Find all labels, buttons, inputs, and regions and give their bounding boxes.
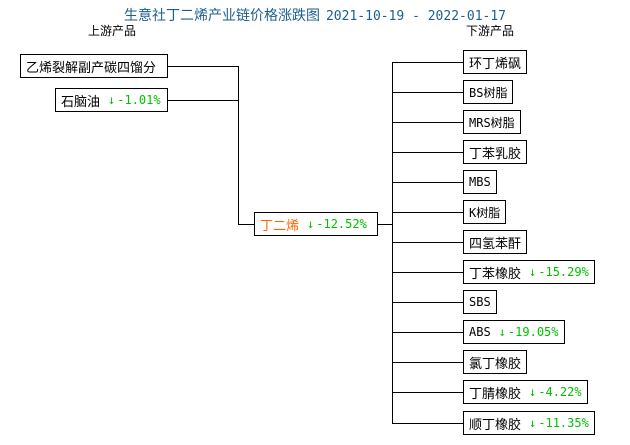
- connector-upstream-trunk: [238, 66, 239, 224]
- downstream-node-6[interactable]: 四氢苯酐: [463, 230, 528, 254]
- connector-downstream-12: [392, 423, 464, 424]
- node-label: MBS: [469, 175, 491, 189]
- node-label: 乙烯裂解副产碳四馏分: [26, 60, 157, 76]
- downstream-node-1[interactable]: BS树脂: [463, 80, 514, 104]
- node-change: ↓-12.52%: [307, 217, 367, 231]
- node-label: 丁二烯: [260, 218, 300, 234]
- connector-upstream-1: [168, 100, 239, 101]
- downstream-node-10[interactable]: 氯丁橡胶: [463, 350, 528, 374]
- connector-downstream-11: [392, 392, 464, 393]
- node-change: ↓-1.01%: [108, 93, 161, 107]
- node-label: 丁苯乳胶: [469, 146, 522, 162]
- connector-downstream-9: [392, 332, 464, 333]
- page-title: 生意社丁二烯产业链价格涨跌图 2021-10-19 - 2022-01-17: [0, 7, 630, 25]
- node-label: 石脑油: [61, 94, 101, 110]
- connector-downstream-8: [392, 302, 464, 303]
- downstream-node-12[interactable]: 顺丁橡胶 ↓-11.35%: [463, 411, 595, 435]
- connector-downstream-3: [392, 152, 464, 153]
- downstream-node-3[interactable]: 丁苯乳胶: [463, 140, 528, 164]
- downstream-node-11[interactable]: 丁腈橡胶 ↓-4.22%: [463, 380, 588, 404]
- connector-downstream-2: [392, 122, 464, 123]
- node-change: ↓-15.29%: [529, 265, 589, 279]
- connector-upstream-0: [168, 66, 239, 67]
- connector-downstream-5: [392, 212, 464, 213]
- connector-downstream-trunk: [392, 62, 393, 424]
- downstream-node-7[interactable]: 丁苯橡胶 ↓-15.29%: [463, 260, 595, 284]
- downstream-node-0[interactable]: 环丁烯砜: [463, 50, 528, 74]
- title-date-range: 2021-10-19 - 2022-01-17: [325, 9, 506, 24]
- node-label: 顺丁橡胶: [469, 417, 522, 433]
- connector-downstream-10: [392, 362, 464, 363]
- node-label: 四氢苯酐: [469, 236, 522, 252]
- down-arrow-icon: ↓: [529, 385, 537, 399]
- upstream-node-1[interactable]: 石脑油 ↓-1.01%: [55, 88, 168, 112]
- node-label: 丁腈橡胶: [469, 386, 522, 402]
- node-change: ↓-19.05%: [499, 325, 559, 339]
- upstream-node-0[interactable]: 乙烯裂解副产碳四馏分: [20, 54, 168, 78]
- connector-center-to-trunk: [377, 224, 393, 225]
- node-change-value: -11.35%: [538, 416, 589, 430]
- upstream-column-header: 上游产品: [88, 24, 137, 38]
- connector-downstream-0: [392, 62, 464, 63]
- node-label: K树脂: [469, 205, 501, 220]
- connector-trunk-to-center: [238, 224, 255, 225]
- node-change-value: -19.05%: [507, 325, 559, 339]
- downstream-node-5[interactable]: K树脂: [463, 200, 507, 224]
- node-change-value: -1.01%: [117, 93, 161, 107]
- down-arrow-icon: ↓: [498, 325, 506, 339]
- downstream-node-2[interactable]: MRS树脂: [463, 110, 521, 134]
- node-label: BS树脂: [469, 85, 508, 100]
- connector-downstream-1: [392, 92, 464, 93]
- node-change-value: -15.29%: [538, 265, 589, 279]
- node-label: MRS树脂: [469, 115, 515, 130]
- downstream-node-4[interactable]: MBS: [463, 170, 497, 194]
- down-arrow-icon: ↓: [108, 93, 116, 107]
- node-label: SBS: [469, 295, 491, 309]
- node-label: 丁苯橡胶: [469, 266, 522, 282]
- connector-downstream-6: [392, 242, 464, 243]
- downstream-column-header: 下游产品: [466, 24, 515, 38]
- node-label: 环丁烯砜: [469, 56, 522, 72]
- downstream-node-8[interactable]: SBS: [463, 290, 497, 314]
- connector-downstream-4: [392, 182, 464, 183]
- downstream-node-9[interactable]: ABS ↓-19.05%: [463, 320, 565, 344]
- node-change: ↓-4.22%: [529, 385, 582, 399]
- node-label: ABS: [469, 325, 491, 339]
- down-arrow-icon: ↓: [307, 217, 315, 231]
- connector-downstream-7: [392, 272, 464, 273]
- down-arrow-icon: ↓: [529, 416, 537, 430]
- node-change-value: -12.52%: [316, 217, 367, 231]
- node-change-value: -4.22%: [538, 385, 582, 399]
- center-node-butadiene[interactable]: 丁二烯 ↓-12.52%: [254, 212, 378, 236]
- down-arrow-icon: ↓: [529, 265, 537, 279]
- title-text: 生意社丁二烯产业链价格涨跌图: [123, 8, 320, 24]
- node-change: ↓-11.35%: [529, 416, 589, 430]
- node-label: 氯丁橡胶: [469, 356, 522, 372]
